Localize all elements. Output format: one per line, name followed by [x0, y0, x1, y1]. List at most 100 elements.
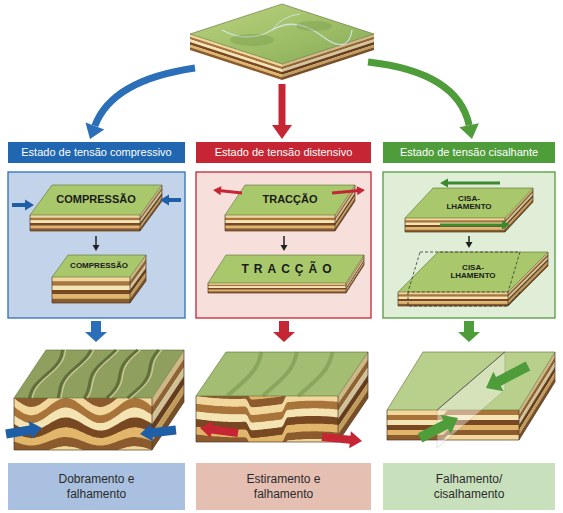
- rock-layer: [398, 297, 508, 299]
- force-arrow: [5, 421, 42, 439]
- rock-layer: [225, 215, 335, 218]
- block-label: CISA- LHAMENTO: [447, 264, 499, 281]
- rock-layer-side: [338, 383, 368, 435]
- stress-panel: [8, 172, 185, 318]
- rock-layer: [225, 228, 335, 231]
- block-top: [14, 350, 184, 398]
- arrow-head: [272, 125, 292, 139]
- rock-layer: [52, 281, 130, 285]
- rock-layer: [52, 290, 130, 294]
- block-label: COMPRESSÃO: [56, 194, 135, 206]
- stress-panel: [196, 172, 371, 318]
- stress-heading: Estado de tensão cisalhante: [383, 142, 555, 163]
- artwork: [5, 4, 555, 482]
- block-label: CISA- LHAMENTO: [443, 195, 495, 212]
- rock-layer: [14, 446, 152, 450]
- force-arrow: [281, 236, 288, 251]
- rock-layer: [225, 226, 335, 229]
- rock-block: [196, 352, 368, 477]
- block-top: [398, 252, 548, 292]
- strata: [196, 396, 338, 442]
- rock-layer: [30, 226, 140, 229]
- block-outline: [52, 255, 146, 303]
- rock-layer: [52, 294, 130, 298]
- stress-heading: Estado de tensão compressivo: [8, 142, 185, 163]
- original-outline: [408, 252, 520, 292]
- block-top: [190, 4, 374, 64]
- rock-layer: [208, 286, 346, 288]
- rock-layer: [30, 223, 140, 226]
- rock-layer: [405, 227, 505, 229]
- rock-layer: [405, 218, 505, 220]
- rock-layer-side: [130, 277, 146, 303]
- stress-heading-text: Estado de tensão compressivo: [21, 146, 171, 159]
- rock-layer: [225, 220, 335, 223]
- force-arrow: [12, 200, 34, 211]
- force-arrow: [458, 321, 480, 342]
- arrow-head: [86, 122, 105, 139]
- rock-layer: [52, 277, 130, 281]
- stress-panel: [383, 172, 555, 318]
- rock-layer: [30, 220, 140, 223]
- river: [272, 14, 300, 30]
- block-outline: [208, 255, 364, 293]
- force-arrow: [200, 421, 239, 438]
- arrow-head: [459, 123, 479, 139]
- rock-layer: [52, 299, 130, 303]
- force-arrow: [160, 195, 181, 206]
- rock-block: [387, 352, 555, 456]
- block-outline: [14, 350, 184, 450]
- rock-layer: [208, 288, 346, 290]
- rock-layer: [225, 223, 335, 226]
- block-outline: [405, 188, 533, 232]
- result-caption: Estiramento e falhamento: [196, 463, 371, 510]
- force-arrow: [273, 321, 295, 342]
- force-arrow: [85, 321, 107, 342]
- result-caption: Falhamento/ cisalhamento: [383, 463, 555, 510]
- block-outline: [30, 185, 162, 231]
- rock-layer: [208, 285, 346, 287]
- rock-layer: [398, 301, 508, 303]
- block-top: [225, 185, 355, 215]
- force-arrow: [440, 179, 500, 188]
- terrain-patch: [296, 21, 332, 31]
- block-outline: [398, 252, 548, 306]
- rock-layer: [196, 439, 338, 442]
- block-top: [208, 255, 364, 283]
- rock-layer-side: [152, 393, 184, 450]
- result-caption-text: Dobramento e falhamento: [47, 472, 147, 501]
- fault-plane: [437, 352, 505, 448]
- rock-block: [52, 255, 146, 303]
- valley: [227, 352, 261, 396]
- result-caption: Dobramento e falhamento: [8, 463, 185, 510]
- rock-block: [14, 350, 184, 482]
- block-top: [30, 185, 162, 215]
- block-top: [52, 255, 146, 277]
- rock-layer: [30, 218, 140, 221]
- rock-layer: [52, 286, 130, 290]
- terrain-patch: [230, 34, 274, 46]
- force-arrow: [332, 186, 365, 195]
- rock-layer: [30, 228, 140, 231]
- force-arrow: [466, 236, 473, 248]
- force-arrow: [322, 431, 362, 448]
- rock-layer: [398, 294, 508, 296]
- force-arrow: [93, 236, 100, 251]
- rock-layer-side: [130, 272, 146, 298]
- valley: [263, 352, 297, 396]
- ridge-light: [131, 350, 162, 398]
- result-caption-text: Falhamento/ cisalhamento: [419, 472, 519, 501]
- block-top: [196, 352, 368, 396]
- block-label: COMPRESSÃO: [70, 262, 128, 270]
- rock-block: [405, 188, 533, 232]
- force-arrow: [486, 362, 530, 392]
- stress-heading-text: Estado de tensão cisalhante: [400, 146, 538, 159]
- force-arrow: [213, 186, 242, 195]
- rock-layer: [398, 299, 508, 301]
- original-outline: [408, 292, 520, 306]
- block-label: TRACÇÃO: [242, 263, 337, 276]
- block-top: [405, 188, 533, 218]
- ridge: [128, 350, 159, 398]
